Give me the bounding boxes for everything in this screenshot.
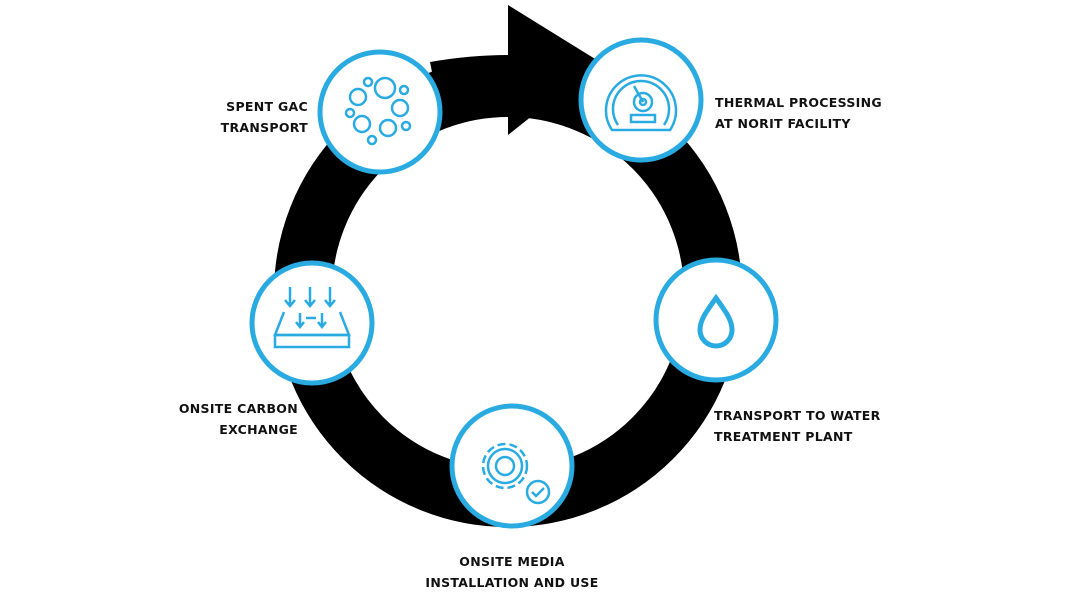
step-label-thermal: THERMAL PROCESSING AT NORIT FACILITY <box>715 92 882 134</box>
label-line: TRANSPORT <box>220 120 308 135</box>
label-line: INSTALLATION AND USE <box>425 575 599 590</box>
label-line: EXCHANGE <box>219 422 298 437</box>
label-line: TREATMENT PLANT <box>714 429 853 444</box>
label-line: ONSITE CARBON <box>178 401 298 416</box>
filter-bed-icon <box>273 287 351 349</box>
water-drop-icon <box>697 293 735 349</box>
step-circle-carbon-exchange <box>249 260 375 386</box>
step-circle-spent-gac <box>317 49 443 175</box>
direction-arrow <box>430 5 600 135</box>
step-label-onsite-media: ONSITE MEDIA INSTALLATION AND USE <box>412 551 612 593</box>
gear-check-icon <box>481 442 551 505</box>
step-circle-transport-water <box>653 257 779 383</box>
molecule-icon <box>344 76 412 146</box>
gauge-icon <box>604 74 678 132</box>
step-label-spent-gac: SPENT GAC TRANSPORT <box>221 96 308 138</box>
step-label-carbon-exchange: ONSITE CARBON EXCHANGE <box>179 398 298 440</box>
label-line: ONSITE MEDIA <box>459 554 565 569</box>
step-circle-thermal <box>578 37 704 163</box>
step-label-transport-water: TRANSPORT TO WATER TREATMENT PLANT <box>714 405 881 447</box>
cycle-diagram <box>249 5 779 529</box>
step-circle-onsite-media <box>449 403 575 529</box>
label-line: SPENT GAC <box>226 99 308 114</box>
label-line: AT NORIT FACILITY <box>715 116 851 131</box>
label-line: TRANSPORT TO WATER <box>714 408 881 423</box>
label-line: THERMAL PROCESSING <box>715 95 882 110</box>
